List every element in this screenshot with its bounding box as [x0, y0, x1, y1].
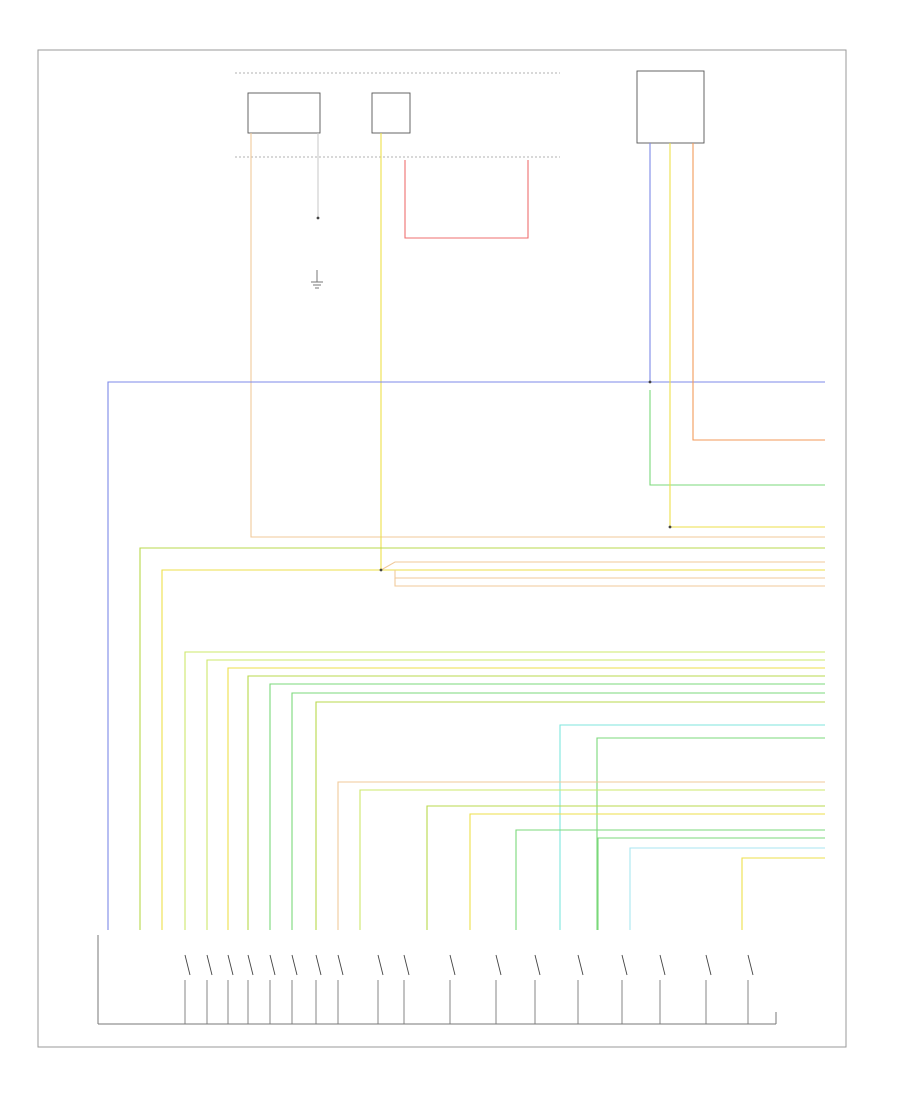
- wire-ladder-8: [559, 724, 825, 930]
- switch-contact-11: [449, 954, 456, 1024]
- wire-module-orange: [692, 143, 825, 441]
- wire-ladder-16: [629, 847, 825, 930]
- switch-contact-17: [705, 954, 712, 1024]
- switch-contact-9: [377, 954, 384, 1024]
- wire-bus-tan-3: [394, 578, 825, 587]
- diagram-frame: [37, 49, 847, 1048]
- junction-mod-2: [668, 525, 672, 529]
- wire-ladder-10: [337, 781, 825, 930]
- switch-contact-4: [247, 954, 254, 1024]
- wire-ladder-7: [315, 701, 825, 930]
- switch-contact-3: [227, 954, 234, 1024]
- switch-contact-6: [291, 954, 298, 1024]
- wire-ladder-3: [227, 667, 825, 930]
- wire-ladder-1: [184, 651, 825, 930]
- switch-contact-16: [659, 954, 666, 1024]
- junction-top-2: [379, 568, 383, 572]
- switch-contact-13: [534, 954, 541, 1024]
- right-module: [636, 70, 705, 144]
- switch-component: [371, 92, 411, 134]
- wire-relay-left-tan: [250, 133, 825, 538]
- switch-contact-8: [337, 954, 344, 1024]
- switch-contact-10: [403, 954, 410, 1024]
- switch-contact-7: [315, 954, 322, 1024]
- switch-contact-1: [184, 954, 191, 1024]
- wire-bus-tan-1: [380, 561, 825, 571]
- junction-mod-1: [648, 380, 652, 384]
- wire-ladder-14: [515, 829, 825, 930]
- wire-bus-yellow-2: [161, 569, 825, 930]
- wire-group: [107, 133, 825, 930]
- switch-contact-12: [495, 954, 502, 1024]
- wire-module-blue-left: [107, 143, 651, 930]
- wire-module-green: [649, 390, 825, 486]
- switch-group: [184, 954, 754, 1024]
- wire-switch-red: [404, 160, 529, 239]
- pin-group: [316, 216, 672, 572]
- wire-ladder-13: [469, 813, 825, 930]
- junction-top-1: [316, 216, 320, 220]
- switch-contact-18: [747, 954, 754, 1024]
- wire-ladder-11: [359, 789, 825, 930]
- wire-ladder-6: [291, 692, 825, 930]
- wire-ladder-5: [269, 683, 825, 930]
- wire-bus-yellowgreen: [139, 547, 825, 930]
- wire-ladder-15: [597, 837, 825, 930]
- wire-ladder-9: [596, 737, 825, 930]
- wire-ladder-17: [741, 857, 825, 930]
- wire-ladder-2: [206, 659, 825, 930]
- wire-ladder-4: [247, 675, 825, 930]
- switch-contact-14: [577, 954, 584, 1024]
- switch-contact-5: [269, 954, 276, 1024]
- wire-bus-tan-2: [394, 570, 825, 579]
- ground-symbol: [311, 270, 323, 289]
- wire-ladder-12: [426, 805, 825, 930]
- relay-component: [247, 92, 321, 134]
- switch-contact-2: [206, 954, 213, 1024]
- switch-contact-15: [621, 954, 628, 1024]
